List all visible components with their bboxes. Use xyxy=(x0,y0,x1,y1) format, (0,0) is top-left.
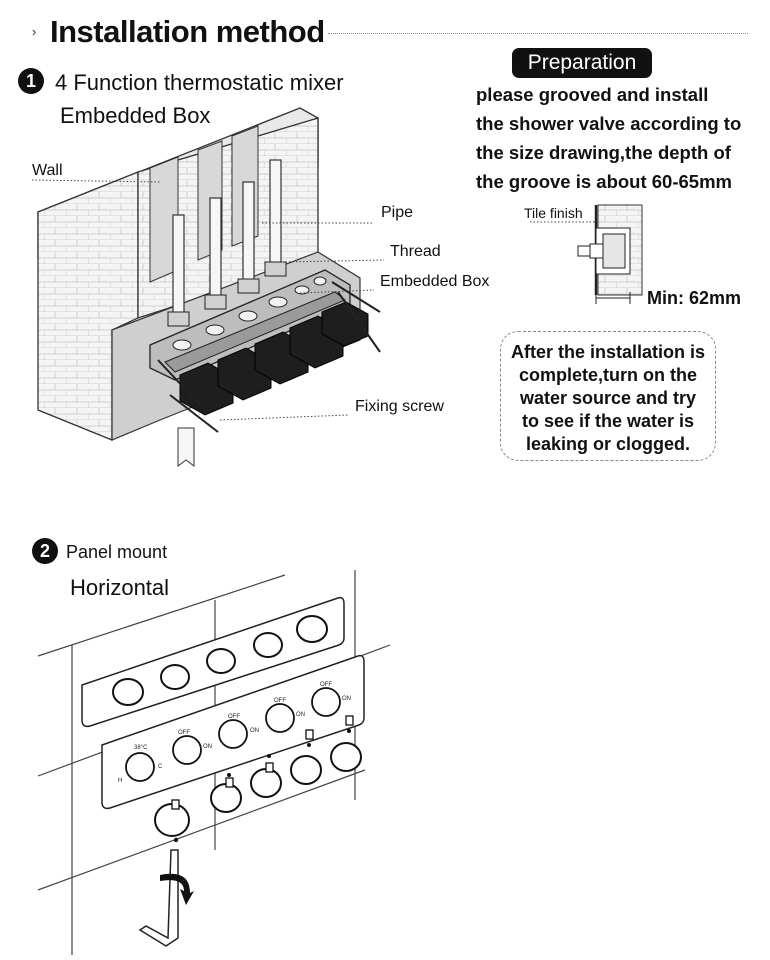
embedded-box-label: Embedded Box xyxy=(380,273,490,290)
pipe-label: Pipe xyxy=(381,204,414,221)
panel-mount-illustration: H C 38°C OFF ON OFF ON OFF ON OFF ON xyxy=(37,570,391,955)
preparation-text: please grooved and install the shower va… xyxy=(476,80,766,196)
note-line: leaking or clogged. xyxy=(525,434,691,454)
on-label: ON xyxy=(342,696,351,702)
off-label: OFF xyxy=(228,714,240,720)
preparation-badge: Preparation xyxy=(512,48,652,78)
fixing-screw-label: Fixing screw xyxy=(355,398,444,415)
thread-label: Thread xyxy=(390,243,441,260)
off-label: OFF xyxy=(274,698,286,704)
note-line: After the installation is xyxy=(510,342,706,362)
on-label: ON xyxy=(250,728,259,734)
off-label: OFF xyxy=(320,682,332,688)
step2-title: Panel mount xyxy=(66,542,168,562)
title-divider xyxy=(328,33,748,34)
step2-number: 2 xyxy=(32,538,58,564)
leak-check-note: After the installation is complete,turn … xyxy=(500,331,716,461)
preparation-line: please grooved and install xyxy=(476,84,709,105)
page-title: Installation method xyxy=(50,14,325,49)
step1-title: 4 Function thermostatic mixer xyxy=(55,70,344,95)
depth-section-diagram xyxy=(530,204,643,304)
embedded-box-illustration xyxy=(149,159,381,467)
temperature-label: 38°C xyxy=(134,745,148,751)
step2-subtitle: Horizontal xyxy=(70,575,170,600)
note-line: water source and try xyxy=(519,388,697,408)
hot-label: H xyxy=(118,778,122,784)
cold-label: C xyxy=(158,764,163,770)
note-line: complete,turn on the xyxy=(518,365,697,385)
preparation-line: the groove is about 60-65mm xyxy=(476,171,732,192)
off-label: OFF xyxy=(178,730,190,736)
title-arrow-icon: › xyxy=(32,24,37,39)
preparation-line: the shower valve according to xyxy=(476,113,742,134)
step1-subtitle: Embedded Box xyxy=(60,103,211,128)
tile-finish-label: Tile finish xyxy=(524,205,583,221)
on-label: ON xyxy=(203,744,212,750)
preparation-line: the size drawing,the depth of xyxy=(476,142,731,163)
wall-label: Wall xyxy=(32,162,63,179)
min-depth-label: Min: 62mm xyxy=(647,288,742,308)
note-line: to see if the water is xyxy=(521,411,695,431)
step1-number: 1 xyxy=(18,68,44,94)
on-label: ON xyxy=(296,712,305,718)
